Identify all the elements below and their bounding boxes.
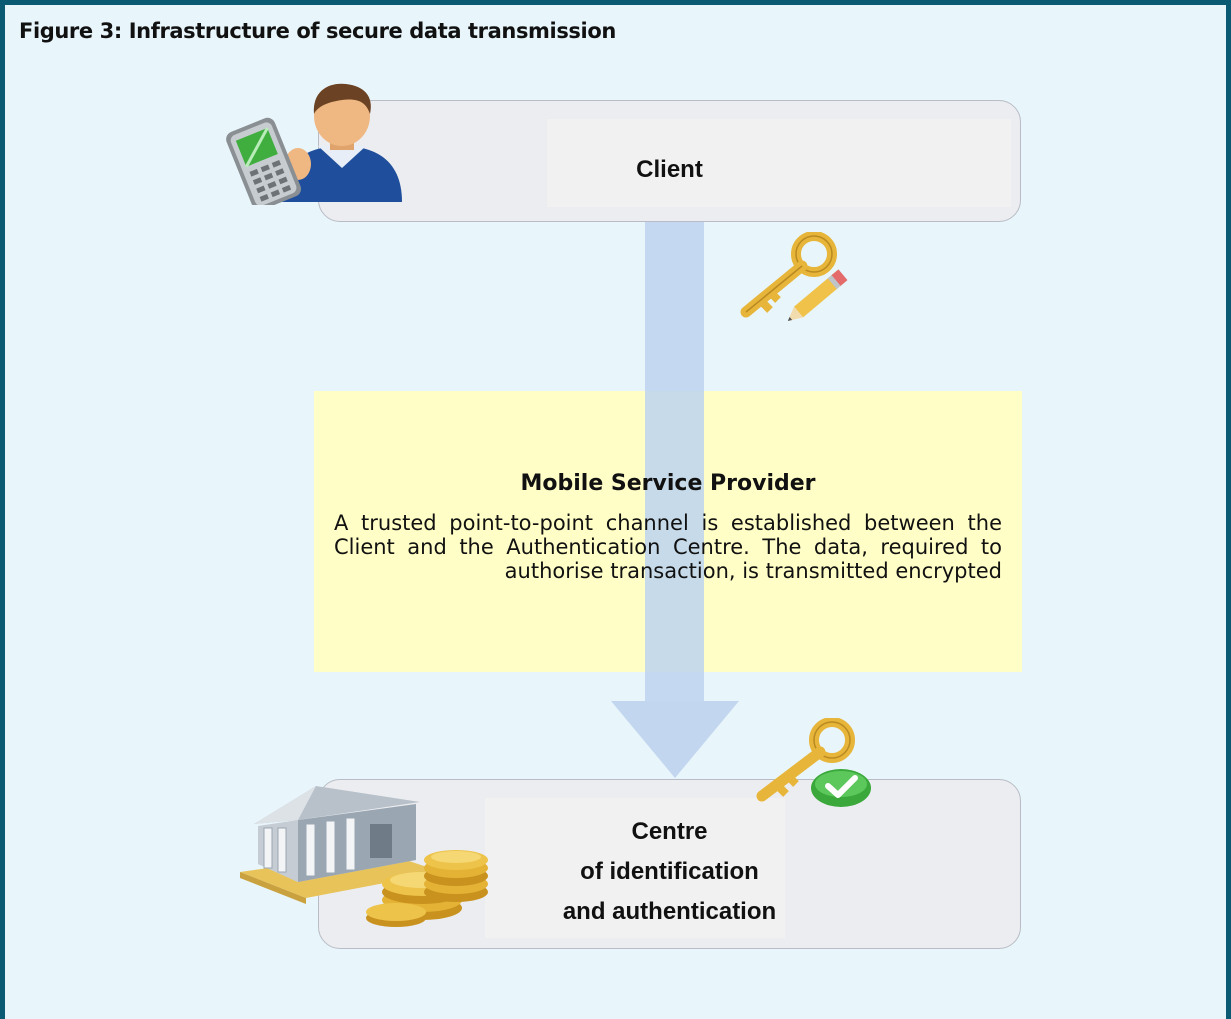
- provider-description: A trusted point-to-point channel is esta…: [334, 511, 1002, 583]
- person-with-phone-icon: [226, 83, 402, 205]
- client-box: Client: [318, 100, 1021, 222]
- centre-label-line-2: of identification: [580, 858, 759, 885]
- centre-label-line-3: and authentication: [562, 898, 777, 925]
- centre-label: Centre of identification and authenticat…: [319, 812, 1020, 932]
- centre-label-line-1: Centre: [631, 818, 708, 845]
- provider-title: Mobile Service Provider: [520, 471, 816, 496]
- client-label: Client: [636, 156, 703, 183]
- figure-title: Figure 3: Infrastructure of secure data …: [19, 19, 616, 43]
- transmission-arrow-head: [611, 701, 739, 778]
- bank-coins-icon: [240, 786, 488, 927]
- client-box-inner: [547, 119, 1011, 207]
- key-pencil-icon: [740, 232, 848, 321]
- centre-box-inner: [485, 798, 785, 938]
- key-checkmark-icon: [756, 718, 871, 807]
- transmission-arrow-shaft: [645, 222, 704, 702]
